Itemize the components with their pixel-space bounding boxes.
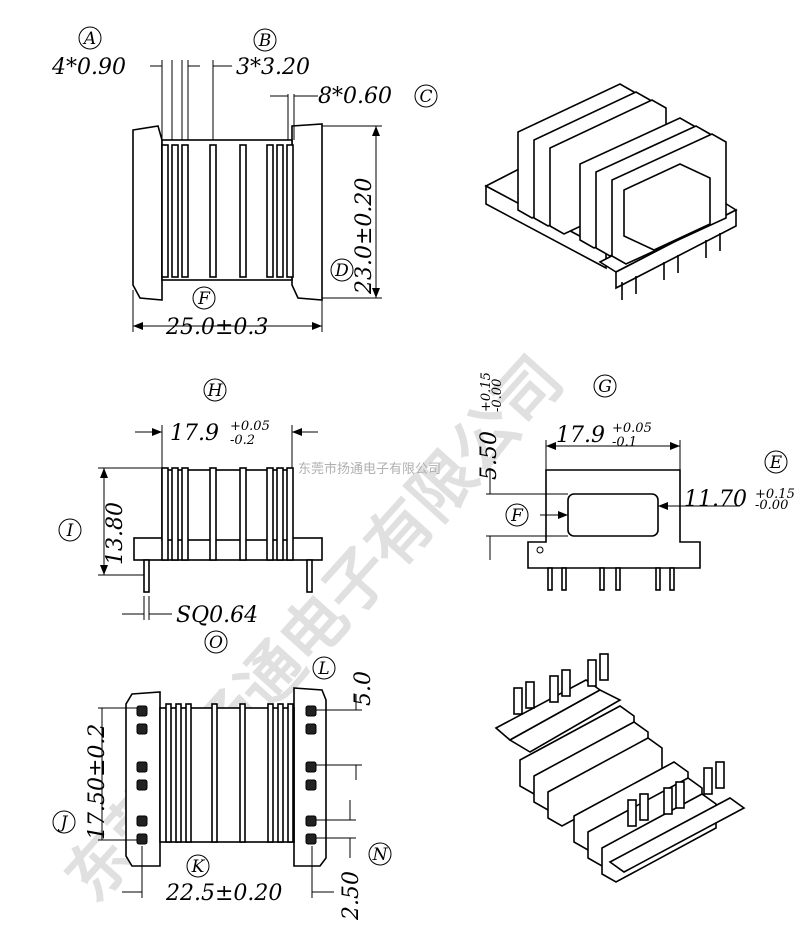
callout-e: E <box>764 450 788 474</box>
svg-text:I: I <box>66 521 74 541</box>
dim-window-height-tol-minus: -0.00 <box>490 379 505 412</box>
dim-h-width-tol-plus: +0.05 <box>230 419 270 434</box>
callout-f-top: F <box>192 286 216 310</box>
dim-n-spacing: 2.50 <box>339 871 364 921</box>
side-fins <box>161 467 294 561</box>
front-pins <box>547 567 675 591</box>
bottom-left-flange <box>125 691 161 867</box>
callout-l: L <box>312 656 336 680</box>
iso-top-pins <box>621 233 721 300</box>
top-left-flange <box>132 125 163 301</box>
svg-text:F: F <box>197 289 211 309</box>
svg-text:E: E <box>769 453 783 473</box>
callout-k: K <box>186 854 210 878</box>
dim-h-width-tol-minus: -0.2 <box>230 433 255 448</box>
dim-height-top: 23.0±0.20 <box>352 178 377 295</box>
dim-c-pitch: 8*0.60 <box>318 84 392 109</box>
callout-h: H <box>203 378 227 402</box>
dim-l-spacing: 5.0 <box>351 671 376 706</box>
svg-text:D: D <box>334 261 349 281</box>
dim-k-width: 22.5±0.20 <box>165 881 282 906</box>
iso-view-top <box>484 83 738 300</box>
callout-o: O <box>204 630 228 654</box>
dim-j-height: 17.50±0.2 <box>85 724 110 840</box>
dim-width-top: 25.0±0.3 <box>165 315 268 340</box>
top-fins <box>161 144 294 278</box>
dim-g-width-main: 17.9 <box>556 423 605 448</box>
callout-b: B <box>253 28 277 52</box>
svg-text:B: B <box>258 31 272 51</box>
dim-a-pitch: 4*0.90 <box>51 55 126 80</box>
svg-text:J: J <box>58 813 69 833</box>
dim-h-width-main: 17.9 <box>170 421 219 446</box>
watermark-small: 东莞市扬通电子有限公司 <box>298 461 441 477</box>
dim-window-width-tol-plus: +0.15 <box>755 487 795 502</box>
dim-window-width-tol-minus: -0.00 <box>755 498 788 513</box>
dim-window-width-main: 11.70 <box>684 487 747 512</box>
iso-view-bottom <box>494 653 746 883</box>
iso-bottom-fins <box>519 705 717 883</box>
svg-text:G: G <box>598 377 612 397</box>
dim-pin-size: SQ0.64 <box>176 603 258 628</box>
dim-window-height-main: 5.50 <box>477 431 502 480</box>
callout-f-mid: F <box>505 503 529 527</box>
dim-i-height: 13.80 <box>103 502 128 565</box>
svg-text:K: K <box>191 857 206 877</box>
svg-text:O: O <box>209 633 223 653</box>
dim-g-width-tol-plus: +0.05 <box>612 421 652 436</box>
side-pins <box>143 559 313 593</box>
bottom-right-flange <box>293 687 327 867</box>
bottom-view: 17.50±0.2 22.5±0.20 5.0 2.50 <box>85 671 376 921</box>
svg-text:F: F <box>510 506 524 526</box>
svg-text:N: N <box>372 845 389 865</box>
callout-c: C <box>414 84 438 108</box>
top-view: 4*0.90 3*3.20 8*0.60 23.0±0.20 25.0±0.3 <box>51 55 392 340</box>
svg-text:C: C <box>419 87 432 107</box>
svg-text:A: A <box>82 29 96 49</box>
dim-window-height-tol-plus: +0.15 <box>479 372 494 412</box>
callout-j: J <box>52 810 76 834</box>
callout-a: A <box>78 26 102 50</box>
dim-b-pitch: 3*3.20 <box>236 55 310 80</box>
front-window <box>567 493 659 537</box>
side-view: 17.9 +0.05 -0.2 13.80 SQ0.64 <box>98 419 323 628</box>
callout-g: G <box>593 374 617 398</box>
bottom-pins-left <box>136 705 148 845</box>
top-right-flange <box>291 123 323 301</box>
dim-g-width-tol-minus: -0.1 <box>612 435 637 450</box>
callout-i: I <box>58 518 82 542</box>
svg-text:L: L <box>317 659 329 679</box>
iso-bottom-pins <box>513 653 725 827</box>
bottom-fins <box>165 703 294 843</box>
front-view: 17.9 +0.05 -0.1 5.50 +0.15 -0.00 11.70 +… <box>477 372 795 591</box>
bottom-pins-right <box>305 705 317 845</box>
callout-d: D <box>330 258 354 282</box>
svg-text:H: H <box>207 381 224 401</box>
callout-n: N <box>368 842 392 866</box>
callouts: A B C D F H G E <box>52 26 788 878</box>
